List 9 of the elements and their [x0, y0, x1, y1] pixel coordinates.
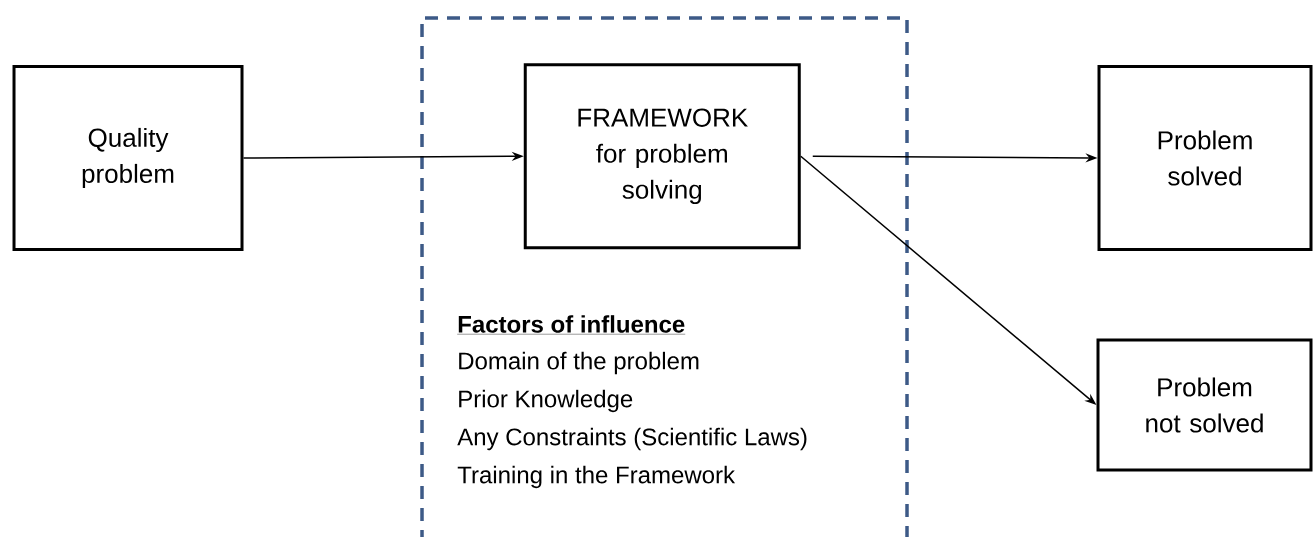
- group-heading: Factors of influence: [457, 315, 686, 335]
- factor-item: Any Constraints (Scientific Laws): [457, 427, 807, 451]
- process-box: FRAMEWORK for problem solving: [523, 63, 801, 250]
- process-box: Problem solved: [1097, 65, 1313, 251]
- process-box: Quality problem: [12, 65, 244, 251]
- factor-item: Prior Knowledge: [459, 389, 633, 413]
- factor-item: Training in the Framework: [457, 465, 736, 489]
- process-box: Problem not solved: [1096, 338, 1313, 472]
- factor-item: Domain of the problem: [459, 351, 699, 375]
